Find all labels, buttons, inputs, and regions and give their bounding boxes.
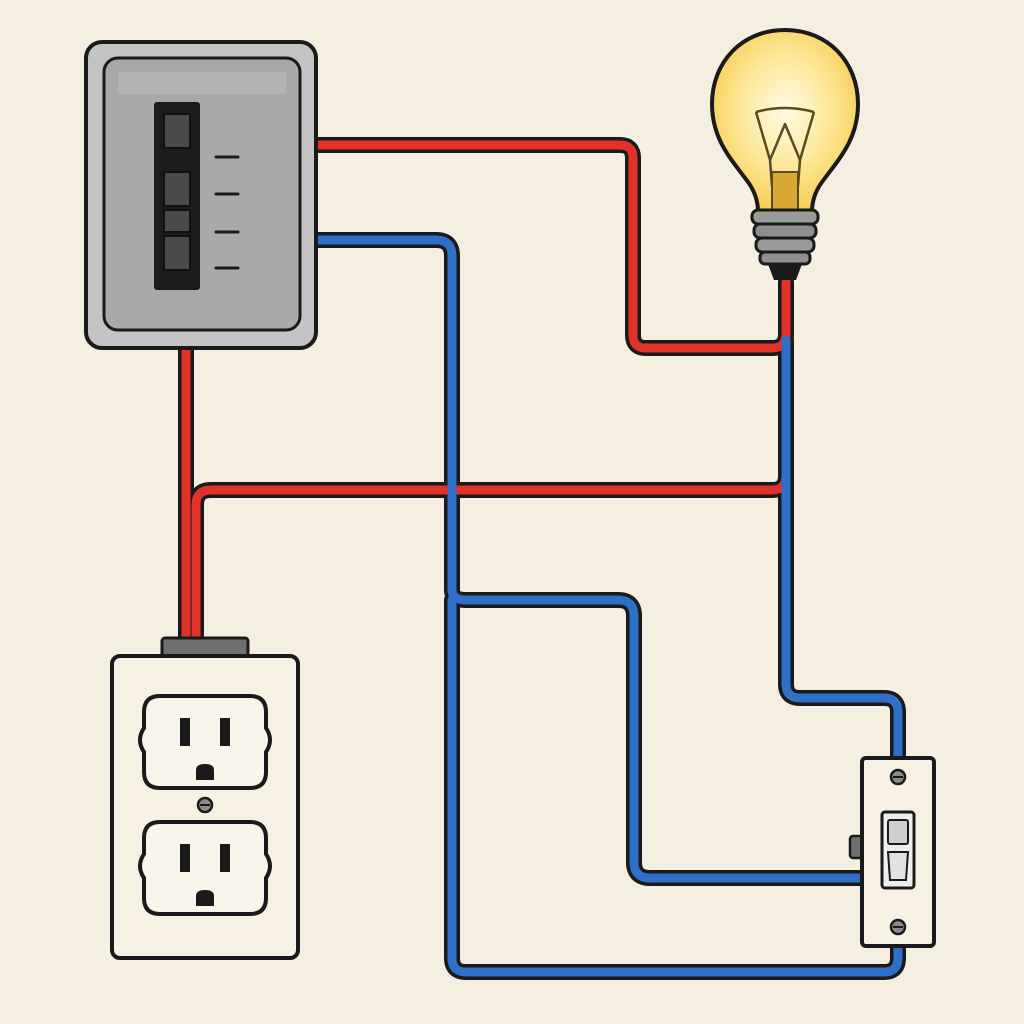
switch-bottom-screw <box>889 918 907 936</box>
wire-hot-branch-outline <box>188 468 794 650</box>
outlet-center-screw <box>196 796 214 814</box>
wire-neutral-return-outline <box>444 592 906 980</box>
breaker-slot-1 <box>163 113 191 149</box>
bulb-filament <box>754 106 816 187</box>
wires <box>178 137 906 980</box>
wire-hot-branch <box>191 471 791 647</box>
bulb-base <box>750 208 820 280</box>
wire-neutral-panel <box>313 235 867 883</box>
outlet <box>110 636 300 960</box>
bulb-stem <box>771 171 799 211</box>
outlet-receptacle-bottom <box>138 820 272 916</box>
outlet-receptacle-top <box>138 694 272 790</box>
breaker-panel-shine <box>118 72 286 94</box>
breaker-slot-4 <box>163 235 191 271</box>
switch-toggle-body <box>886 851 910 881</box>
light-bulb <box>709 27 861 280</box>
breaker-slot-2 <box>163 171 191 207</box>
breaker-panel-marks <box>214 155 240 270</box>
breaker-panel-face <box>102 56 302 332</box>
wire-neutral-bulb-to-switch <box>781 335 903 763</box>
breaker-panel <box>84 40 318 350</box>
light-switch <box>848 756 936 948</box>
breaker-slot-3 <box>163 209 191 233</box>
wire-neutral-return <box>447 595 903 977</box>
switch-top-screw <box>889 768 907 786</box>
switch-toggle-lever <box>887 819 909 845</box>
